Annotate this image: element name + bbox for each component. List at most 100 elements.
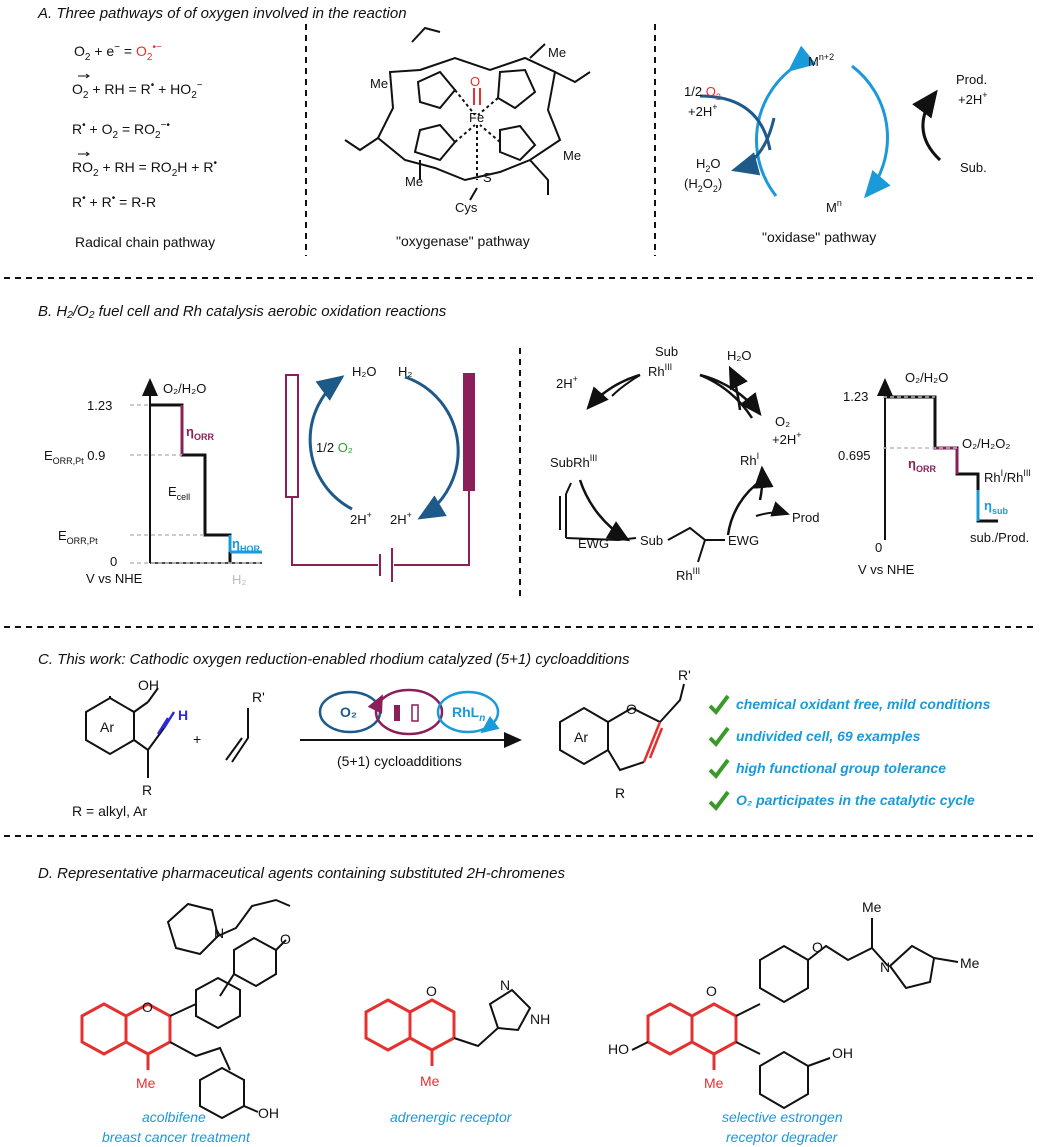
feature-4: O₂ participates in the catalytic cycle [736,792,975,808]
m3-ho: HO [608,1041,629,1057]
r-vnhe: V vs NHE [858,562,915,577]
m3-caption2: receptor degrader [726,1129,839,1145]
b-ehor: EORR,Pt [58,528,98,546]
scheme-rhl: RhLn [452,704,485,724]
m3-me3: Me [704,1075,724,1091]
substrate-phenol [85,687,165,778]
m1-n: N [214,925,224,941]
cyc-rh1: RhIII [648,362,672,379]
alkene-bonds [225,708,249,763]
acolbifene-labels: N O O Me OH [136,925,291,1121]
check-icon [708,726,730,748]
vinyl-h-bond2 [156,717,170,735]
feature-3: high functional group tolerance [736,760,946,776]
heme-structure [344,26,591,201]
m3-me2: Me [960,955,980,971]
oxidase-prod-h: +2H+ [958,90,987,107]
m3-o1: O [706,983,717,999]
m2-o: O [426,983,437,999]
m2-caption1: adrenergic receptor [390,1109,513,1125]
check-icon [708,694,730,716]
b-h2: H₂ [232,572,246,587]
cyc-2h: 2H+ [556,374,578,391]
cyc-sub: Sub [655,344,678,359]
heme-me2: Me [370,76,388,91]
eq3: R• + O2 = RO2−• [72,120,170,141]
r-v123: 1.23 [843,389,868,404]
cyc-ewg2: EWG [728,533,759,548]
eq2: O2 + RH = R• + HO2− [72,80,203,101]
eq4: RO2 + RH = RO2H + R• [72,158,217,179]
product-new-bond [642,721,664,763]
heme-fe: Fe [469,110,484,125]
cyc-rh3: RhIII [676,566,700,583]
alkene-rprime: R' [252,689,265,705]
b-eta-hor: ηHOR [232,536,260,554]
eq1: O2 + e− = O2•− [74,42,162,63]
r-eta-orr: ηORR [908,456,936,474]
check-icon [708,790,730,812]
feature-1: chemical oxidant free, mild conditions [736,696,991,712]
m2-nh: NH [530,1011,550,1027]
r-o2h2o2: O₂/H₂O₂ [962,436,1010,451]
r-o2h2o: O₂/H₂O [905,370,948,385]
oxidase-caption: "oxidase" pathway [762,229,876,245]
electrocatalysis-scheme [300,688,522,748]
oxygenase-caption: "oxygenase" pathway [396,233,530,249]
adrenergic-labels: O N NH Me [420,977,550,1089]
cell-2h1: 2H+ [350,510,372,527]
m1-me: Me [136,1075,156,1091]
scheme-o2: O₂ [340,704,357,720]
r-eta-sub: ηsub [984,498,1008,516]
r-v0695: 0.695 [838,448,871,463]
heme-cys: Cys [455,200,478,215]
oxidase-prod: Prod. [956,72,987,87]
acolbifene-structure [80,898,291,1120]
oxidase-labels: Mn+2 Mn 1/2 O2 +2H+ H2O (H2O2) Prod. +2H… [684,52,987,215]
radical-caption: Radical chain pathway [75,234,215,250]
fuel-cell-schematic-labels: H₂O H₂ 1/2 O₂ 2H+ 2H+ [316,364,412,527]
rh-potential-labels: 1.23 O₂/H₂O 0.695 O₂/H₂O₂ ηORR RhI/RhIII… [838,370,1031,577]
cell-o2: 1/2 O₂ [316,440,353,455]
m3-oh: OH [832,1045,853,1061]
eq5: R• + R• = R-R [72,193,156,210]
r-rh: RhI/RhIII [984,468,1031,485]
cyc-sub2: Sub [640,533,663,548]
oxidase-cycle [699,45,942,199]
heme-s: S [483,170,492,185]
vinyl-h-bond [162,711,176,729]
cyc-h2o: H₂O [727,348,752,363]
radical-chain-equations: O2 + e− = O2•− O2 + RH = R• + HO2− R• + … [72,42,217,210]
cyc-o2: O₂ [775,414,790,429]
product-labels: Ar O R R' [574,667,691,801]
prod-r: R [615,785,625,801]
b-zero: 0 [110,554,117,569]
m1-caption2: breast cancer treatment [102,1129,251,1145]
prod-ar: Ar [574,729,588,745]
heme-labels: O Fe Me Me Me Me S Cys [370,45,581,215]
heme-me1: Me [548,45,566,60]
oxidase-h2o: H2O [696,156,721,174]
cyc-subrh: SubRhIII [550,453,597,470]
oxidase-2h: +2H+ [688,102,717,119]
fuel-cell-labels: 1.23 EORR,Pt 0.9 EORR,Pt 0 O₂/H₂O ηORR E… [44,381,260,587]
check-icon [708,758,730,780]
sub-h: H [178,707,188,723]
oxidase-h2o2: (H2O2) [684,176,722,194]
feature-list: chemical oxidant free, mild conditions u… [708,694,991,812]
cyc-2h2: +2H+ [772,430,801,447]
b-eta-orr: ηORR [186,424,214,442]
m2-n: N [500,977,510,993]
adrenergic-structure [364,988,532,1066]
substrate-labels: OH Ar H R + R' R = alkyl, Ar [72,677,265,819]
m3-caption1: selective estrongen [722,1109,843,1125]
cell-2h2: 2H+ [390,510,412,527]
m3-n: N [880,959,890,975]
r-definition: R = alkyl, Ar [72,803,147,819]
rh-potential-diagram [877,378,998,540]
m1-caption1: acolbifene [142,1109,206,1125]
scheme-labels: O₂ RhLn (5+1) cycloadditions [337,704,485,769]
cyc-prod: Prod [792,510,819,525]
cell-h2: H₂ [398,364,412,379]
